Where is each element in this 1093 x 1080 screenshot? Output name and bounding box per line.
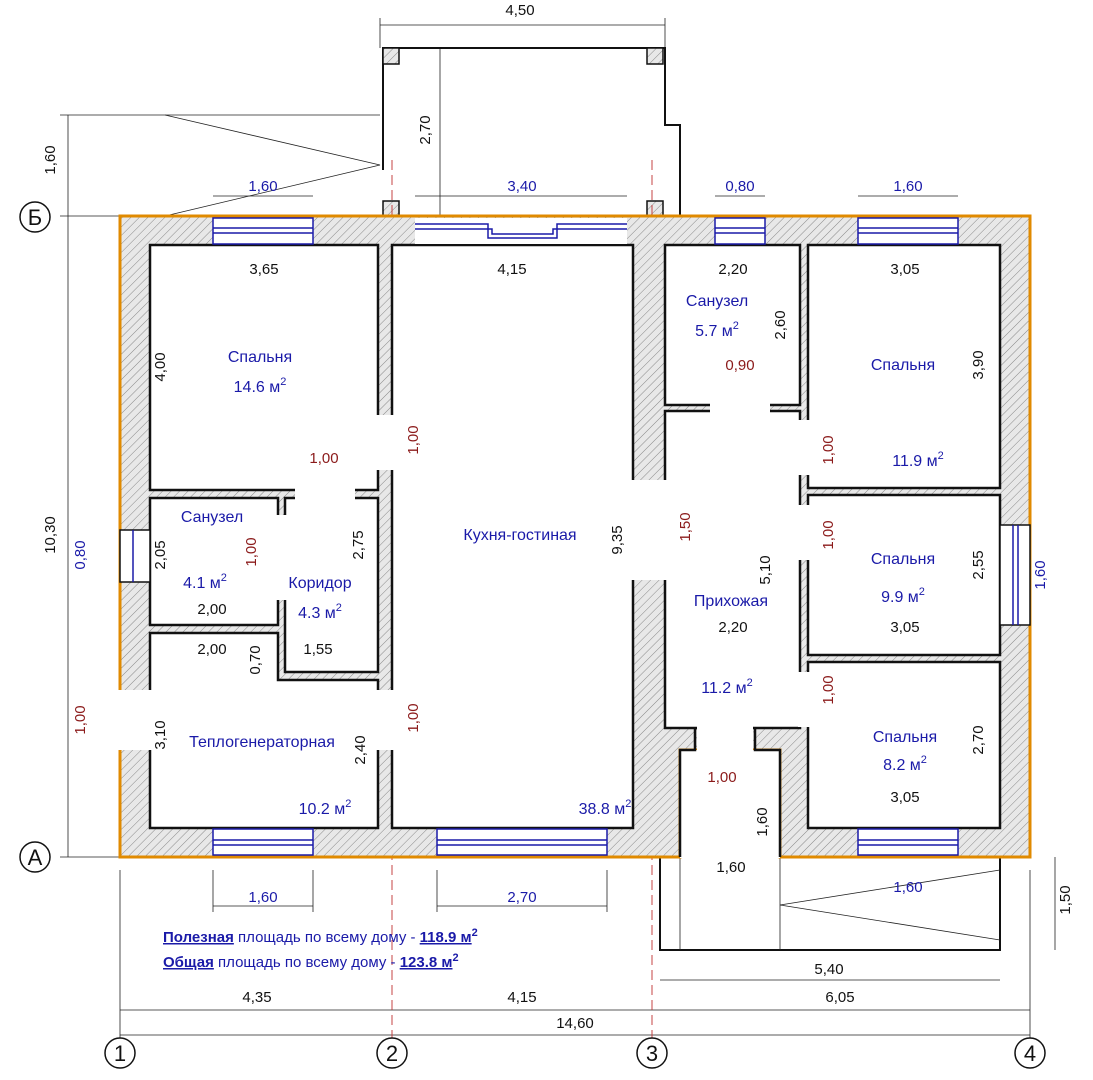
dimension-black-30: 4,35 (242, 989, 271, 1006)
room-name: Спальня (228, 349, 292, 366)
dimension-black-18: 3,05 (890, 619, 919, 636)
dimension-labels: 4,50 2,70 1,60 3,65 4,15 2,20 3,05 4,00 2,60 3,90… (42, 2, 1074, 1032)
dimension-black-13: 9,35 (609, 525, 626, 554)
dimension-blue-0: 1,60 (248, 178, 277, 195)
dimension-red-0: 1,00 (309, 450, 338, 467)
dimension-blue-7: 2,70 (507, 889, 536, 906)
dimension-red-5: 1,00 (243, 537, 260, 566)
dimension-red-1: 1,00 (405, 425, 422, 454)
dimension-black-33: 14,60 (556, 1015, 594, 1032)
dimension-black-27: 1,60 (716, 859, 745, 876)
dimension-black-28: 1,50 (1057, 885, 1074, 914)
axis-markers (19, 201, 1046, 1069)
dimension-red-4: 1,50 (677, 512, 694, 541)
room-name: Санузел (686, 293, 748, 310)
room-area: 11.2 м2 (701, 677, 753, 697)
dimension-black-22: 3,10 (152, 720, 169, 749)
dimension-black-2: 1,60 (42, 145, 59, 174)
dimension-red-2: 0,90 (725, 357, 754, 374)
axis-label-2: 2 (386, 1041, 398, 1066)
dimension-black-12: 2,75 (350, 530, 367, 559)
dimension-black-20: 0,70 (247, 645, 264, 674)
total-area-note: Общая площадь по всему дому - 123.8 м2 (163, 952, 459, 971)
dimension-black-4: 4,15 (497, 261, 526, 278)
dimension-blue-2: 0,80 (725, 178, 754, 195)
room-area: 14.6 м2 (234, 376, 287, 396)
room-area: 11.9 м2 (892, 450, 944, 470)
dimension-red-3: 1,00 (820, 435, 837, 464)
dimension-black-5: 2,20 (718, 261, 747, 278)
dimension-black-16: 2,00 (197, 601, 226, 618)
dimension-black-7: 4,00 (152, 352, 169, 381)
dimension-black-23: 2,40 (352, 735, 369, 764)
dimension-black-32: 6,05 (825, 989, 854, 1006)
room-area: 4.3 м2 (298, 602, 342, 622)
dimension-black-17: 2,20 (718, 619, 747, 636)
room-labels: Спальня 14.6 м2 Санузел 4.1 м2 Коридор 4.3 м2… (181, 293, 944, 818)
dimension-black-6: 3,05 (890, 261, 919, 278)
dimension-red-9: 1,00 (405, 703, 422, 732)
room-name: Теплогенераторная (189, 734, 335, 751)
room-area: 9.9 м2 (881, 586, 925, 606)
windows (119, 217, 1031, 856)
room-area: 4.1 м2 (183, 572, 227, 592)
room-name: Санузел (181, 509, 243, 526)
dimension-black-3: 3,65 (249, 261, 278, 278)
dimension-blue-3: 1,60 (893, 178, 922, 195)
door-openings (118, 403, 810, 752)
dimension-black-15: 2,55 (970, 550, 987, 579)
dimension-blue-4: 0,80 (72, 540, 89, 569)
dimension-black-26: 1,60 (754, 807, 771, 836)
dimension-blue-5: 1,60 (1032, 560, 1049, 589)
room-name: Спальня (871, 357, 935, 374)
dimension-black-29: 5,40 (814, 961, 843, 978)
dimension-black-1: 2,70 (417, 115, 434, 144)
dimension-black-21: 1,55 (303, 641, 332, 658)
axis-label-a: А (28, 845, 43, 870)
area-notes: Полезная площадь по всему дому - 118.9 м… (163, 927, 478, 971)
room-name: Коридор (288, 575, 351, 592)
axis-label-1: 1 (114, 1041, 126, 1066)
axis-label-4: 4 (1024, 1041, 1036, 1066)
room-name: Прихожая (694, 593, 768, 610)
dimension-black-9: 3,90 (970, 350, 987, 379)
dimension-black-10: 10,30 (42, 516, 59, 554)
dimension-black-8: 2,60 (772, 310, 789, 339)
usable-area-note: Полезная площадь по всему дому - 118.9 м… (163, 927, 478, 946)
dimension-blue-6: 1,60 (248, 889, 277, 906)
axis-label-b: Б (28, 205, 42, 230)
axis-label-3: 3 (646, 1041, 658, 1066)
room-area: 38.8 м2 (579, 798, 632, 818)
dimension-black-19: 2,00 (197, 641, 226, 658)
room-area: 8.2 м2 (883, 754, 927, 774)
dimension-red-6: 1,00 (820, 520, 837, 549)
dimension-black-24: 2,70 (970, 725, 987, 754)
dimension-red-7: 1,00 (820, 675, 837, 704)
dimension-black-11: 2,05 (152, 540, 169, 569)
room-area: 5.7 м2 (695, 320, 739, 340)
room-area: 10.2 м2 (299, 798, 352, 818)
dimension-black-25: 3,05 (890, 789, 919, 806)
room-name: Кухня-гостиная (463, 527, 576, 544)
dimension-red-10: 1,00 (707, 769, 736, 786)
dimension-red-8: 1,00 (72, 705, 89, 734)
room-name: Спальня (873, 729, 937, 746)
dimension-blue-1: 3,40 (507, 178, 536, 195)
dimension-blue-8: 1,60 (893, 879, 922, 896)
dimension-black-0: 4,50 (505, 2, 534, 19)
dimension-black-14: 5,10 (757, 555, 774, 584)
room-name: Спальня (871, 551, 935, 568)
dimension-black-31: 4,15 (507, 989, 536, 1006)
